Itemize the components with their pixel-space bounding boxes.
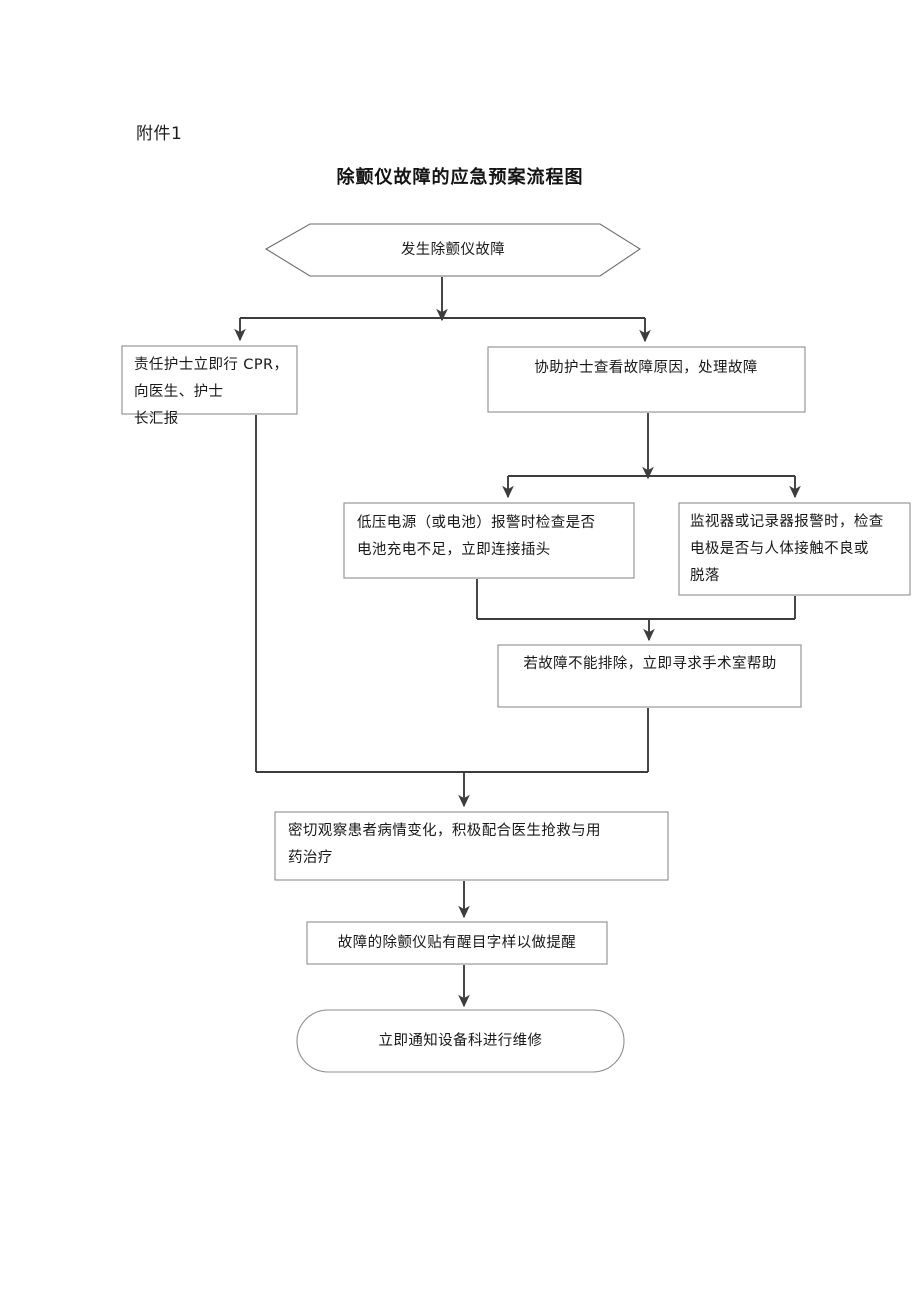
node-shape-assist	[487, 346, 806, 413]
node-shape-unresolved	[497, 644, 802, 708]
attachment-label: 附件1	[136, 124, 183, 144]
node-shape-label-device	[306, 921, 608, 965]
page-title: 除颤仪故障的应急预案流程图	[336, 167, 584, 188]
node-shape-lowpower	[343, 502, 635, 579]
node-shape-notify	[296, 1009, 625, 1073]
node-shape-cpr	[121, 345, 298, 415]
node-shape-monitor	[678, 502, 911, 596]
node-shape-observe	[274, 811, 669, 881]
node-shape-start	[264, 223, 642, 277]
